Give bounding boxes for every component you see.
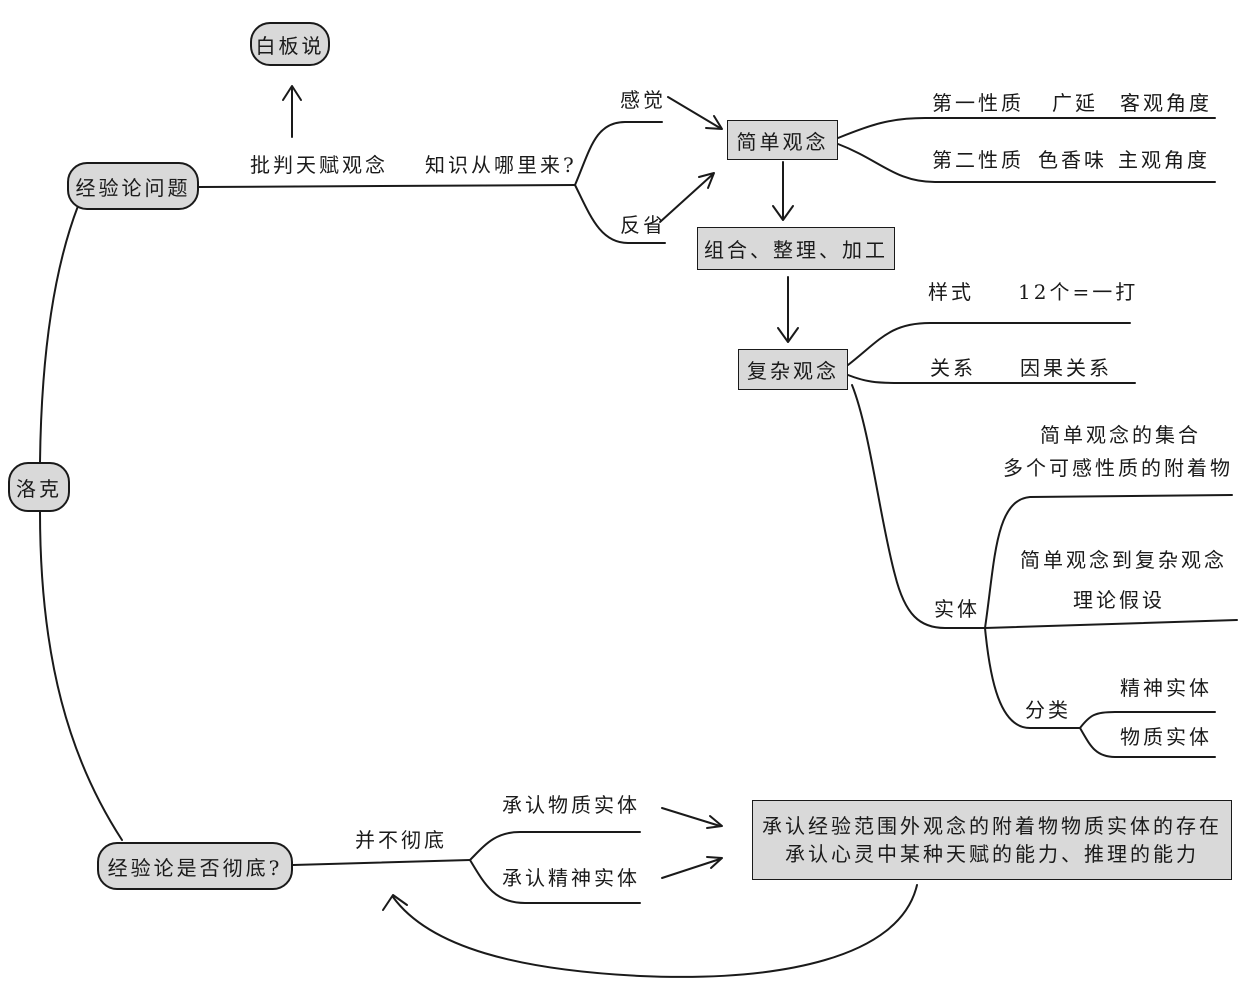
conclusion-line-1: 承认经验范围外观念的附着物物质实体的存在	[762, 814, 1222, 838]
mode-example: 12个=一打	[1018, 280, 1139, 304]
origin-question-label: 知识从哪里来?	[425, 153, 577, 177]
empiricism-question-label: 经验论问题	[75, 175, 191, 200]
conclusion-line-2: 承认心灵中某种天赋的能力、推理的能力	[785, 842, 1199, 866]
admits-material-label: 承认物质实体	[502, 793, 640, 817]
arrow-conclusion-return	[392, 884, 918, 978]
complex-ideas-label: 复杂观念	[747, 359, 839, 383]
substance-label: 实体	[934, 597, 980, 621]
connector-classification	[984, 627, 1081, 729]
connector-material-substance	[1079, 727, 1216, 758]
complex-ideas-node: 复杂观念	[738, 349, 848, 390]
processing-node: 组合、整理、加工	[697, 227, 895, 270]
secondary-quality-perspective: 主观角度	[1118, 148, 1210, 172]
connector-empiricism-question	[198, 184, 576, 188]
critique-label: 批判天赋观念	[250, 153, 388, 177]
connector-secondary-quality	[837, 143, 1216, 183]
arrowhead-reflection	[698, 172, 715, 189]
connector-primary-quality	[837, 117, 1216, 139]
connector-admits-material	[469, 831, 641, 861]
root-node: 洛克	[8, 462, 70, 512]
arrowhead-processing	[772, 205, 794, 221]
connector-spiritual-substance	[1079, 711, 1216, 729]
thoroughness-question-node: 经验论是否彻底?	[97, 842, 293, 890]
arrowhead-material	[706, 815, 723, 829]
arrowhead-tabula-rasa	[282, 85, 302, 101]
classification-label: 分类	[1025, 698, 1071, 722]
arrowhead-return	[382, 894, 408, 911]
root-label: 洛克	[16, 476, 62, 501]
primary-quality-example: 广延	[1052, 91, 1098, 115]
connector-substance-hypothesis	[984, 619, 1238, 629]
arrowhead-spiritual	[706, 856, 723, 869]
relation-example: 因果关系	[1020, 356, 1112, 380]
connector-sensation	[574, 121, 663, 186]
connector-mode	[847, 322, 1131, 366]
secondary-quality-example: 色香味	[1038, 148, 1107, 172]
reflection-label: 反省	[620, 213, 666, 237]
connector-relation	[847, 374, 1136, 384]
connector-reflection	[574, 184, 666, 244]
empiricism-question-node: 经验论问题	[67, 162, 199, 210]
connector-admits-spiritual	[469, 859, 641, 904]
arrow-sensation-to-simple	[667, 96, 721, 129]
relation-label: 关系	[930, 356, 976, 380]
primary-quality-perspective: 客观角度	[1120, 91, 1212, 115]
simple-ideas-node: 简单观念	[727, 120, 838, 160]
sensation-label: 感觉	[620, 88, 666, 112]
substance-transition-label: 简单观念到复杂观念	[1020, 548, 1227, 572]
answer-label: 并不彻底	[355, 828, 447, 852]
simple-ideas-label: 简单观念	[736, 129, 829, 154]
material-substance-label: 物质实体	[1120, 725, 1212, 749]
connector-substance-definition	[984, 494, 1233, 629]
primary-quality-label: 第一性质	[932, 91, 1024, 115]
arrow-spiritual-to-conclusion	[661, 858, 721, 879]
admits-spiritual-label: 承认精神实体	[502, 866, 640, 890]
arrowhead-complex	[777, 327, 799, 343]
tabula-rasa-label: 白板说	[255, 33, 325, 58]
thoroughness-question-label: 经验论是否彻底?	[107, 855, 283, 880]
spine-upper	[39, 205, 79, 463]
arrow-reflection-to-simple	[659, 174, 713, 223]
spine-lower	[39, 511, 123, 841]
substance-collection-label: 简单观念的集合	[1040, 423, 1201, 447]
connector-thoroughness-question	[292, 859, 471, 866]
substance-hypothesis-label: 理论假设	[1073, 588, 1165, 612]
arrow-material-to-conclusion	[661, 807, 721, 827]
secondary-quality-label: 第二性质	[932, 148, 1024, 172]
spiritual-substance-label: 精神实体	[1120, 676, 1212, 700]
connector-substance	[851, 384, 986, 629]
mode-label: 样式	[928, 280, 974, 304]
substance-substratum-label: 多个可感性质的附着物	[1003, 456, 1233, 480]
tabula-rasa-node: 白板说	[250, 22, 330, 66]
arrowhead-sensation	[705, 115, 723, 130]
conclusion-node: 承认经验范围外观念的附着物物质实体的存在 承认心灵中某种天赋的能力、推理的能力	[752, 800, 1232, 880]
processing-label: 组合、整理、加工	[704, 238, 888, 262]
